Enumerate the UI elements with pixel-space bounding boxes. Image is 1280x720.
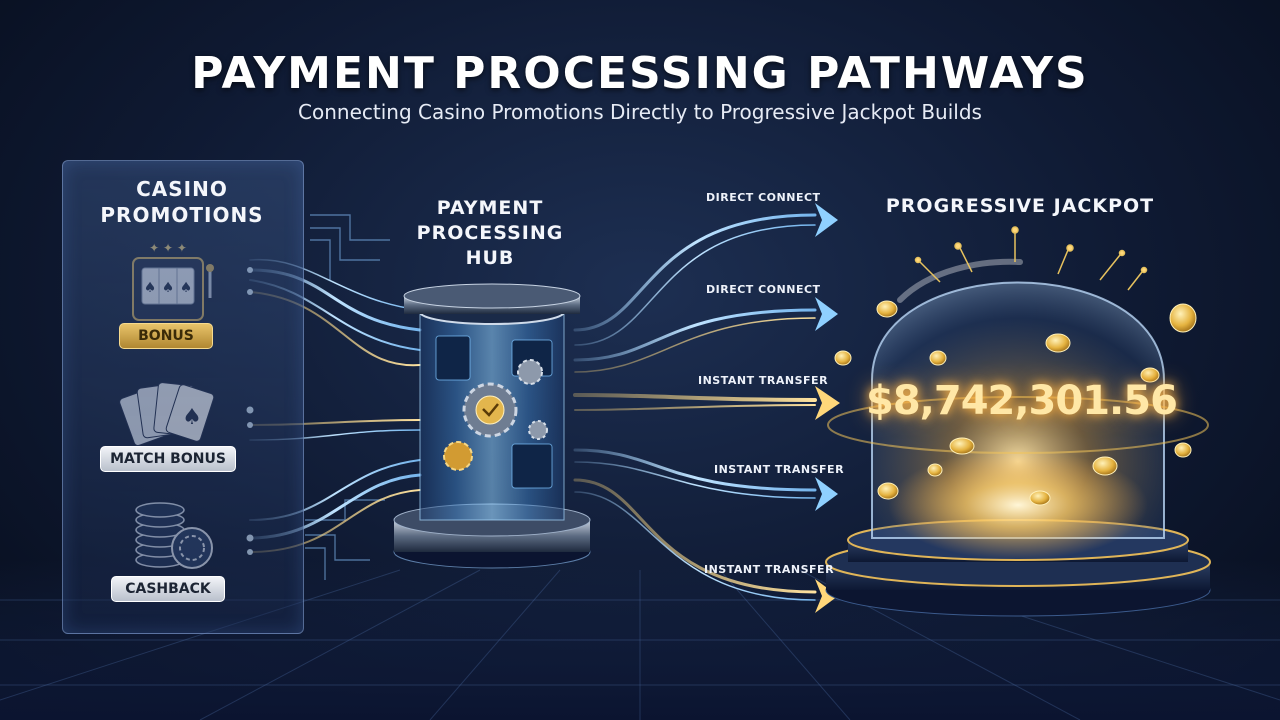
promotions-title-line1: CASINO: [136, 177, 228, 201]
pathway-label-3: INSTANT TRANSFER: [698, 374, 829, 387]
hub-title-line3: HUB: [465, 247, 515, 269]
jackpot-amount: $8,742,301.56: [866, 378, 1178, 424]
arrow-instant-transfer-1: [815, 386, 840, 420]
page-title: PAYMENT PROCESSING PATHWAYS: [191, 48, 1089, 99]
arrow-direct-connect-1: [815, 203, 838, 237]
jackpot-dome: [825, 258, 1211, 617]
page-subtitle: Connecting Casino Promotions Directly to…: [298, 100, 982, 124]
promotions-title: CASINO PROMOTIONS: [62, 176, 302, 228]
cashback-badge: CASHBACK: [111, 576, 225, 602]
pathway-label-1: DIRECT CONNECT: [706, 191, 821, 204]
processing-hub-cylinder: [393, 283, 591, 569]
circuit-traces: [305, 214, 390, 580]
arrow-heads: [815, 203, 840, 613]
promotions-panel: [62, 160, 304, 634]
match-bonus-badge: MATCH BONUS: [100, 446, 236, 472]
promotions-title-line2: PROMOTIONS: [100, 203, 264, 227]
sparkle-stems: [914, 226, 1148, 291]
gold-coins: [834, 300, 1197, 506]
pathway-label-5: INSTANT TRANSFER: [704, 563, 835, 576]
arrow-instant-transfer-2: [815, 477, 838, 511]
hub-title: PAYMENT PROCESSING HUB: [410, 196, 570, 271]
bonus-badge: BONUS: [119, 323, 213, 349]
hub-title-line1: PAYMENT: [436, 197, 544, 219]
pathway-label-2: DIRECT CONNECT: [706, 283, 821, 296]
hub-title-line2: PROCESSING: [416, 222, 564, 244]
output-flows: [573, 213, 817, 601]
jackpot-title: PROGRESSIVE JACKPOT: [885, 195, 1155, 217]
pathway-label-4: INSTANT TRANSFER: [714, 463, 845, 476]
arrow-direct-connect-2: [815, 297, 838, 331]
arrow-instant-transfer-3: [815, 579, 838, 613]
